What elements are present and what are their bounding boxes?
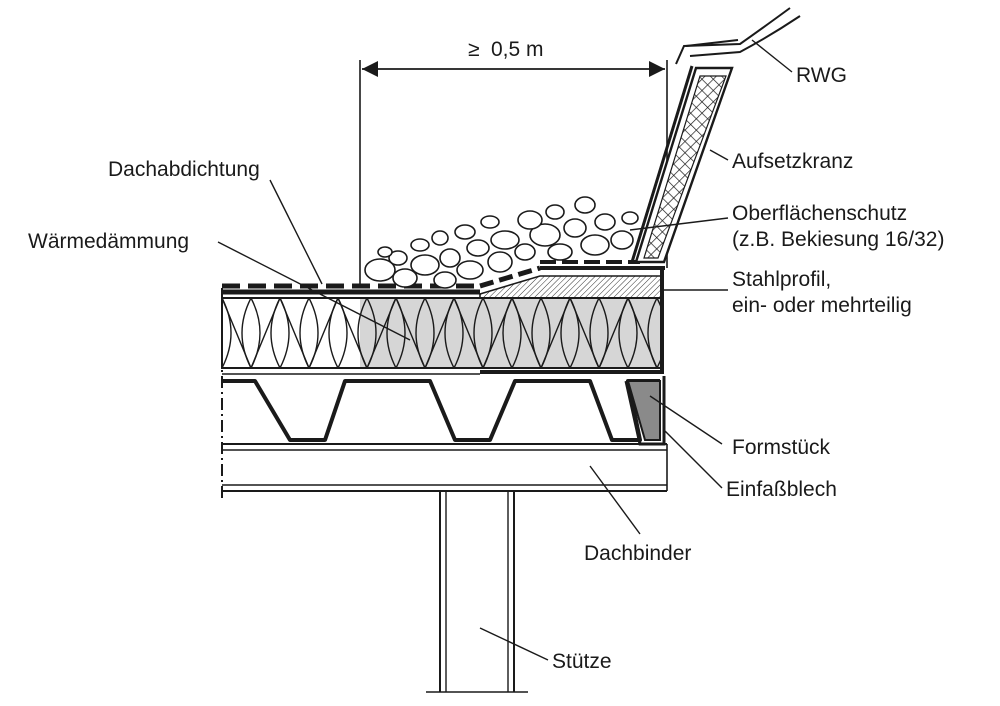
dimension-value: 0,5 m (491, 38, 544, 61)
steel-profile (660, 266, 690, 374)
leader-stuetze (479, 627, 549, 661)
label-dachabdichtung: Dachabdichtung (108, 158, 260, 181)
column (426, 490, 528, 693)
leader-lines (217, 39, 793, 661)
gutter-rwg (675, 7, 801, 65)
leader-dachabdichtung (269, 179, 323, 285)
label-formstueck: Formstück (732, 436, 831, 459)
leader-rwg (751, 39, 793, 73)
label-stahlprofil: Stahlprofil, (732, 268, 831, 291)
trapezoidal-sheet (222, 379, 660, 442)
leader-aufsetzkranz (709, 149, 729, 161)
leader-waermedaemmung (217, 241, 411, 341)
label-dachbinder: Dachbinder (584, 542, 691, 565)
leader-dachbinder (589, 465, 641, 535)
leader-oberflaechenschutz (629, 217, 729, 231)
leader-einfassblech (663, 429, 723, 489)
label-oberflaechenschutz-detail: (z.B. Bekiesung 16/32) (732, 228, 944, 251)
dimension-prefix: ≥ (468, 38, 480, 61)
label-einfassblech: Einfaßblech (726, 478, 837, 501)
label-oberflaechenschutz: Oberflächenschutz (732, 202, 907, 225)
label-rwg: RWG (796, 64, 847, 87)
label-stahlprofil-detail: ein- oder mehrteilig (732, 294, 912, 317)
insulation-layer (221, 297, 663, 375)
form-piece (624, 376, 666, 446)
upstand-frame (630, 65, 734, 264)
leader-formstueck (649, 395, 723, 445)
gravel-bed (364, 196, 639, 289)
label-aufsetzkranz: Aufsetzkranz (732, 150, 853, 173)
label-waermedaemmung: Wärmedämmung (28, 230, 189, 253)
dimension-group: ≥ 0,5 m (359, 38, 668, 285)
roof-beam (222, 443, 668, 492)
label-stuetze: Stütze (552, 650, 612, 673)
